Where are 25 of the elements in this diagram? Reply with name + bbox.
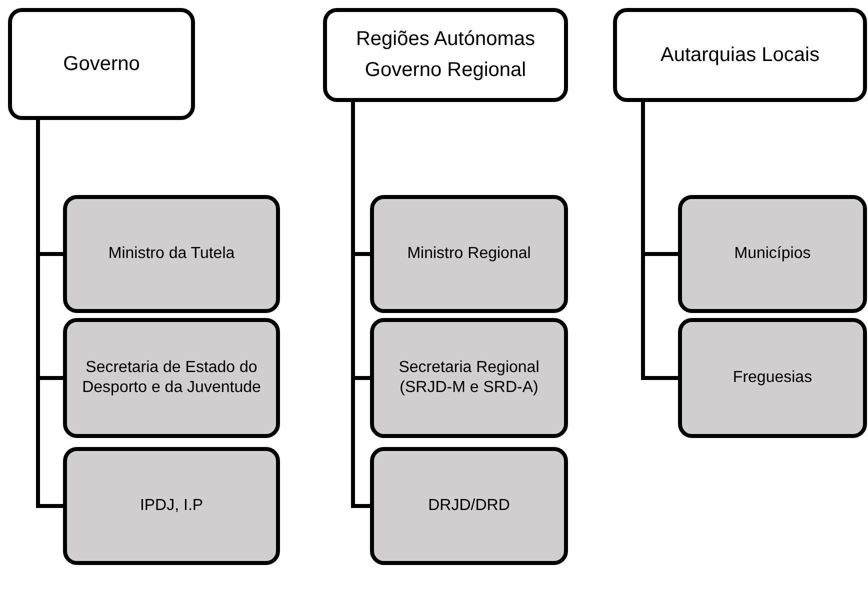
box-label: Governo <box>63 52 140 76</box>
box-label: IPDJ, I.P <box>140 496 204 516</box>
header-box <box>613 8 867 102</box>
box-label: Ministro da Tutela <box>108 244 235 264</box>
connector-line <box>36 120 63 508</box>
unit-box <box>370 318 568 438</box>
unit-box <box>678 318 867 438</box>
connector-line <box>351 102 370 508</box>
unit-box <box>678 195 867 313</box>
box-label: Autarquias Locais <box>660 42 820 68</box>
box-label: DRJD/DRD <box>428 496 510 516</box>
unit-box <box>370 195 568 313</box>
box-label: Municípios <box>734 244 811 264</box>
box-label: Secretaria de Estado do Desporto e da Juventude <box>81 358 262 398</box>
header-box <box>323 8 568 102</box>
header-box <box>8 8 195 120</box>
box-label: Regiões Autónomas <box>356 27 535 52</box>
unit-box <box>370 447 568 565</box>
box-label: Secretaria Regional (SRJD-M e SRD-A) <box>398 358 540 398</box>
unit-box <box>63 447 280 565</box>
box-label: Governo Regional <box>364 58 526 83</box>
box-label: Freguesias <box>732 368 812 388</box>
unit-box <box>63 195 280 313</box>
box-label: Ministro Regional <box>407 244 531 264</box>
unit-box <box>63 318 280 438</box>
